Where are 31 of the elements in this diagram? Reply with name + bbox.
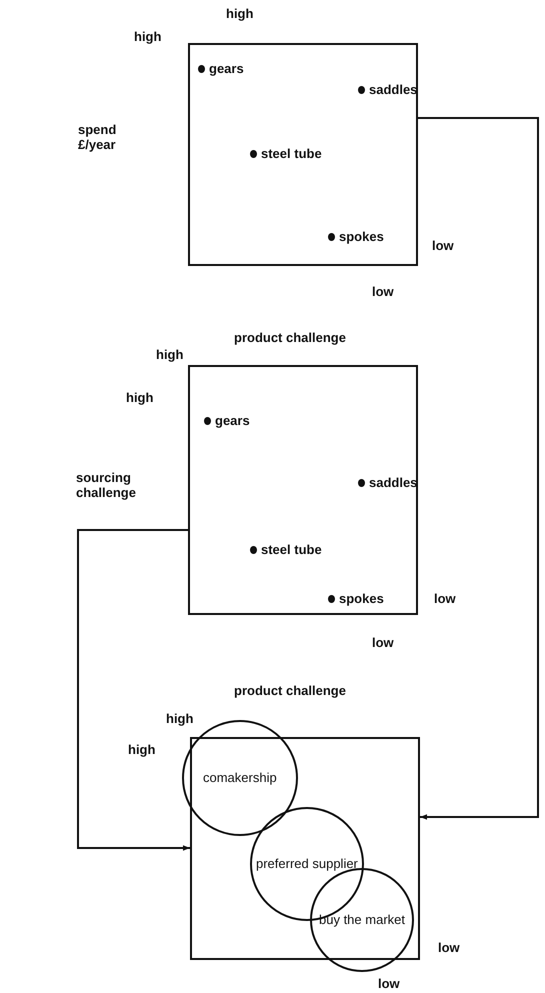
strategy-label: preferred supplier: [256, 856, 358, 871]
point-label: saddles: [369, 82, 418, 97]
point-label: gears: [209, 61, 244, 76]
connector-arrow: [77, 529, 190, 851]
point-label: steel tube: [261, 542, 322, 557]
axis-label: product challenge: [234, 330, 346, 345]
strategy-label: comakership: [203, 770, 277, 785]
axis-label: spend £/year: [78, 122, 118, 152]
quadrant-box: [190, 737, 420, 960]
axis-label: sourcing challenge: [76, 470, 137, 500]
point-label: gears: [215, 413, 250, 428]
point-label: spokes: [339, 591, 384, 606]
axis-label: low: [432, 238, 454, 253]
axis-label: low: [372, 284, 394, 299]
quadrant-box: [188, 43, 418, 266]
axis-label: low: [372, 635, 394, 650]
axis-label: high: [134, 29, 162, 44]
connector-arrow: [418, 117, 539, 820]
axis-label: low: [434, 591, 456, 606]
point-label: steel tube: [261, 146, 322, 161]
axis-label: high: [126, 390, 154, 405]
axis-label: high: [128, 742, 156, 757]
axis-label: low: [438, 940, 460, 955]
quadrant-box: [188, 365, 418, 615]
point-label: spokes: [339, 229, 384, 244]
axis-label: low: [378, 976, 400, 991]
axis-label: high: [226, 6, 254, 21]
axis-label: high: [156, 347, 184, 362]
point-label: saddles: [369, 475, 418, 490]
axis-label: high: [166, 711, 194, 726]
axis-label: product challenge: [234, 683, 346, 698]
